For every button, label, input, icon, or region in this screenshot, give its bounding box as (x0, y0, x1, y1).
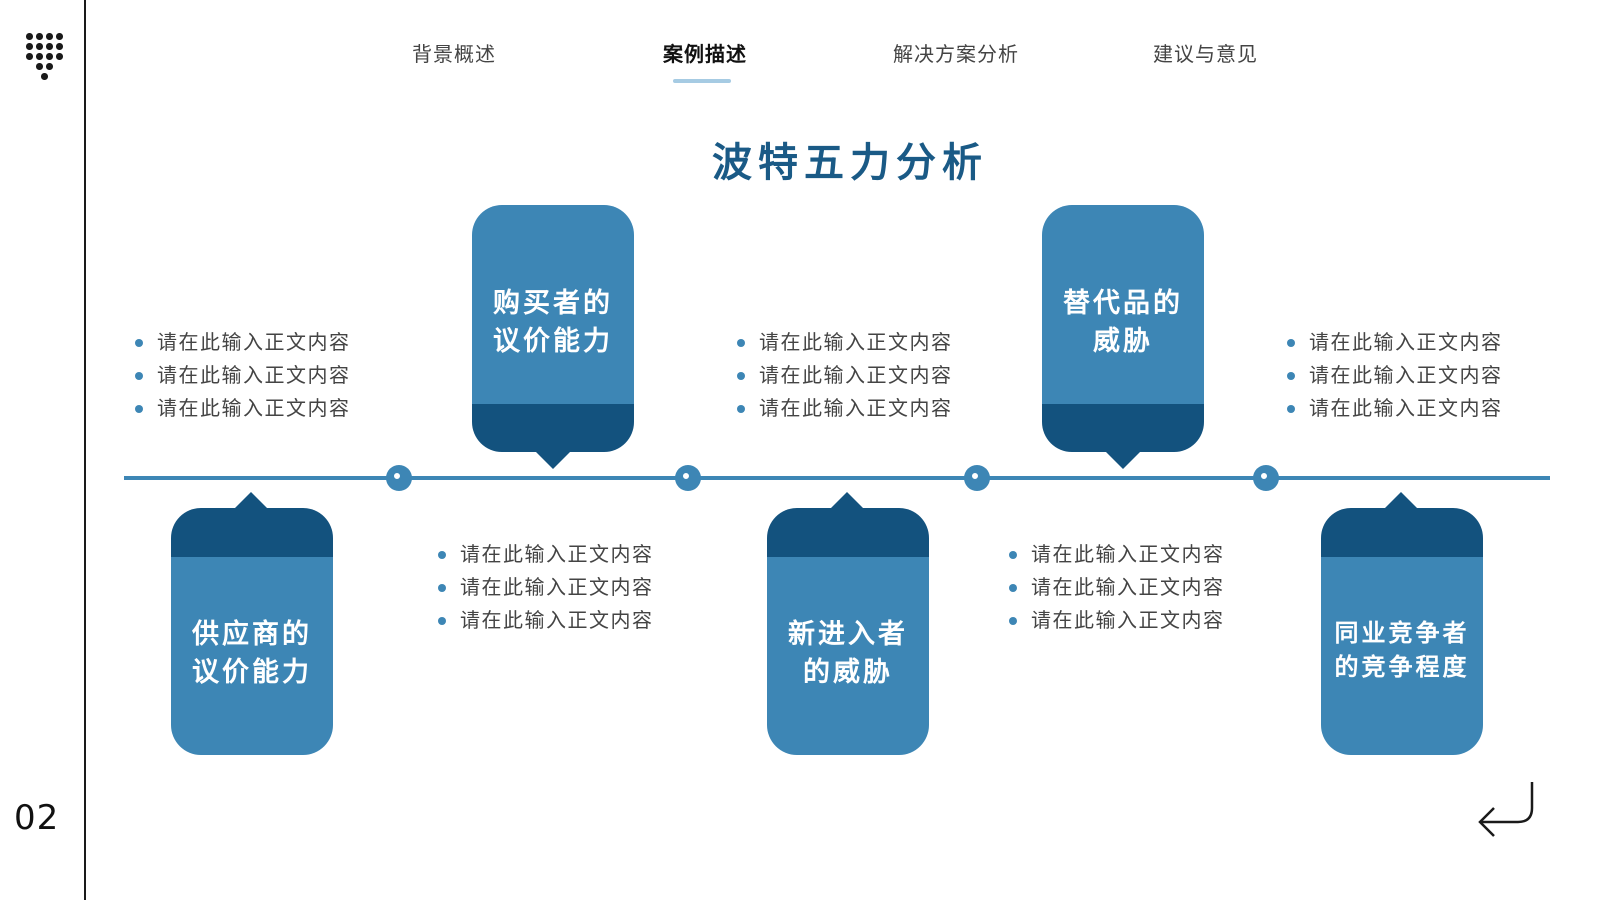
force-title-line: 议价能力 (192, 657, 312, 688)
list-item: 请在此输入正文内容 (133, 359, 351, 392)
force-card-new-entrants: 新进入者 的威胁 (767, 508, 929, 755)
card-pointer (1106, 452, 1140, 469)
list-item: 请在此输入正文内容 (1285, 392, 1503, 425)
force-card-buyer: 购买者的 议价能力 (472, 205, 634, 452)
ring-node-icon (964, 465, 990, 491)
force-card-rivalry: 同业竞争者 的竞争程度 (1321, 508, 1483, 755)
dot-grid-icon[interactable] (26, 33, 63, 81)
left-divider (84, 0, 86, 900)
bullet-list-1: 请在此输入正文内容 请在此输入正文内容 请在此输入正文内容 (133, 326, 351, 425)
list-item: 请在此输入正文内容 (1007, 604, 1225, 637)
list-item: 请在此输入正文内容 (735, 392, 953, 425)
return-arrow-icon[interactable] (1474, 780, 1538, 842)
list-item: 请在此输入正文内容 (133, 392, 351, 425)
card-pointer (234, 492, 268, 509)
ring-node-icon (675, 465, 701, 491)
force-title-line: 议价能力 (493, 326, 613, 357)
force-card-supplier: 供应商的 议价能力 (171, 508, 333, 755)
list-item: 请在此输入正文内容 (1007, 538, 1225, 571)
bullet-list-3: 请在此输入正文内容 请在此输入正文内容 请在此输入正文内容 (735, 326, 953, 425)
list-item: 请在此输入正文内容 (735, 359, 953, 392)
page-title: 波特五力分析 (712, 140, 988, 186)
card-pointer (830, 492, 864, 509)
card-pointer (536, 452, 570, 469)
force-title-line: 同业竞争者 (1334, 619, 1470, 647)
ring-node-icon (386, 465, 412, 491)
list-item: 请在此输入正文内容 (133, 326, 351, 359)
page-number: 02 (14, 798, 60, 838)
force-title-line: 威胁 (1093, 326, 1153, 357)
list-item: 请在此输入正文内容 (436, 571, 654, 604)
force-title-line: 供应商的 (192, 619, 312, 650)
force-title-line: 新进入者 (788, 619, 908, 650)
list-item: 请在此输入正文内容 (735, 326, 953, 359)
bullet-list-4: 请在此输入正文内容 请在此输入正文内容 请在此输入正文内容 (1007, 538, 1225, 637)
force-title-line: 的竞争程度 (1334, 653, 1470, 681)
ring-node-icon (1253, 465, 1279, 491)
bullet-list-2: 请在此输入正文内容 请在此输入正文内容 请在此输入正文内容 (436, 538, 654, 637)
nav-tab-suggestions[interactable]: 建议与意见 (1153, 42, 1258, 66)
list-item: 请在此输入正文内容 (1285, 326, 1503, 359)
force-title-line: 的威胁 (803, 657, 893, 688)
nav-tab-background[interactable]: 背景概述 (412, 42, 496, 66)
list-item: 请在此输入正文内容 (436, 604, 654, 637)
bullet-list-5: 请在此输入正文内容 请在此输入正文内容 请在此输入正文内容 (1285, 326, 1503, 425)
card-pointer (1384, 492, 1418, 509)
nav-tab-case[interactable]: 案例描述 (663, 42, 747, 66)
nav-active-indicator (673, 79, 731, 83)
force-card-substitutes: 替代品的 威胁 (1042, 205, 1204, 452)
force-title-line: 购买者的 (493, 288, 613, 319)
timeline-line (124, 476, 1550, 480)
list-item: 请在此输入正文内容 (436, 538, 654, 571)
force-title-line: 替代品的 (1063, 288, 1183, 319)
nav-tab-solution[interactable]: 解决方案分析 (893, 42, 1019, 66)
list-item: 请在此输入正文内容 (1285, 359, 1503, 392)
list-item: 请在此输入正文内容 (1007, 571, 1225, 604)
